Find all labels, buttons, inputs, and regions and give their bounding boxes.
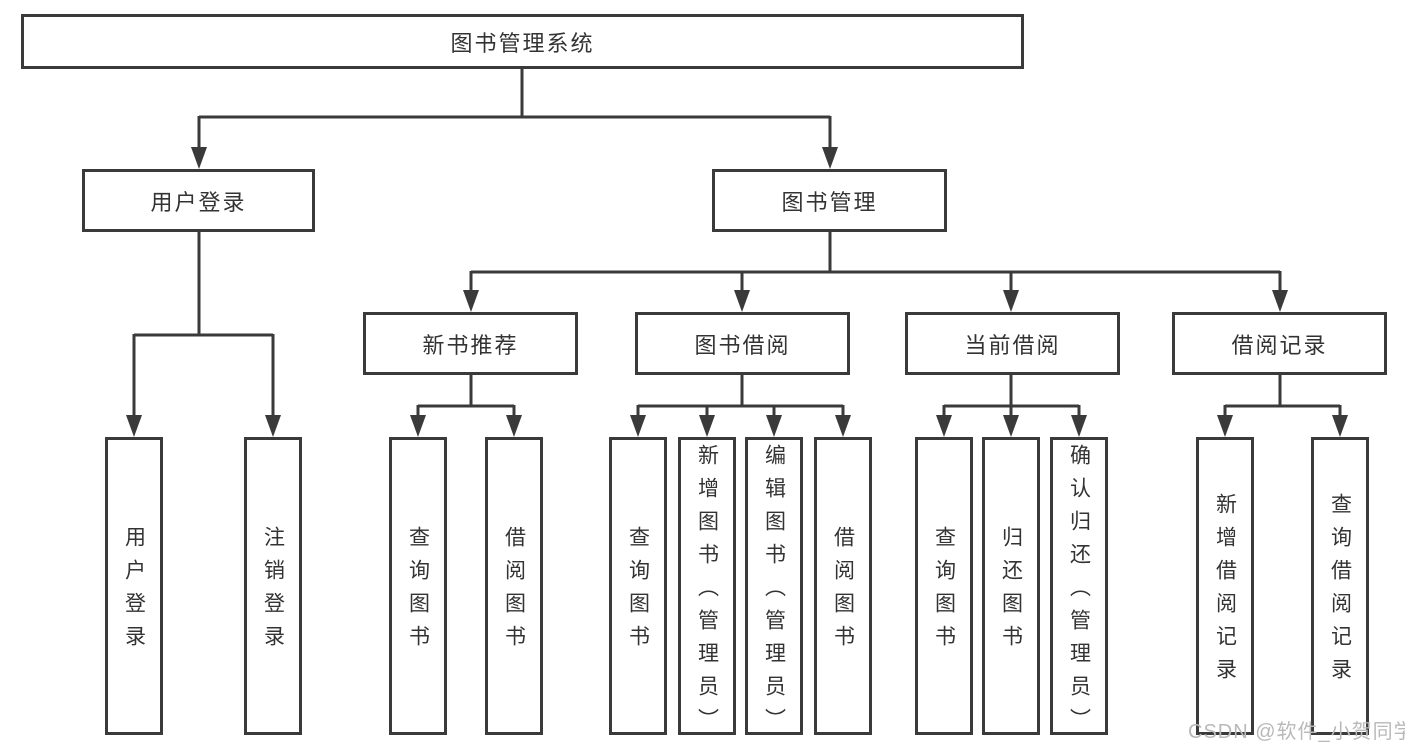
node-label: 查询图书: [626, 526, 650, 658]
node-label: 图书管理系统: [450, 30, 595, 56]
leaf-add-borrow-record: 新增借阅记录: [1196, 437, 1254, 735]
node-current-borrow: 当前借阅: [905, 312, 1120, 375]
node-user-login: 用户登录: [82, 169, 315, 232]
node-borrow-records: 借阅记录: [1172, 312, 1387, 375]
leaf-logout: 注销登录: [244, 437, 302, 735]
node-book-borrow: 图书借阅: [635, 312, 850, 375]
node-label: 查询图书: [932, 526, 956, 658]
leaf-borrow-books-2: 借阅图书: [814, 437, 872, 735]
leaf-borrow-books-recommend: 借阅图书: [485, 437, 543, 735]
node-label: 借阅图书: [831, 526, 855, 658]
node-label: 编辑图书（管理员）: [762, 443, 786, 741]
node-label: 图书借阅: [694, 332, 791, 358]
node-label: 借阅记录: [1231, 332, 1328, 358]
node-label: 新增图书（管理员）: [695, 443, 719, 741]
node-label: 注销登录: [261, 526, 285, 658]
node-label: 查询借阅记录: [1328, 493, 1352, 691]
node-new-book-recommend: 新书推荐: [363, 312, 578, 375]
node-label: 归还图书: [999, 526, 1023, 658]
node-book-management: 图书管理: [712, 169, 947, 232]
leaf-query-books-recommend: 查询图书: [389, 437, 447, 735]
node-label: 图书管理: [781, 189, 878, 215]
leaf-edit-book-admin: 编辑图书（管理员）: [745, 437, 803, 741]
node-label: 当前借阅: [964, 332, 1061, 358]
node-label: 确认归还（管理员）: [1067, 443, 1091, 741]
node-library-system: 图书管理系统: [21, 14, 1024, 69]
watermark: CSDN @软件_小贺同学: [1188, 721, 1405, 743]
leaf-user-login: 用户登录: [105, 437, 163, 735]
arrowheads: [126, 147, 1348, 437]
node-label: 用户登录: [150, 189, 247, 215]
leaf-query-books-borrow: 查询图书: [609, 437, 667, 735]
node-label: 查询图书: [406, 526, 430, 658]
node-label: 借阅图书: [502, 526, 526, 658]
leaf-query-books-current: 查询图书: [915, 437, 973, 735]
node-label: 新增借阅记录: [1213, 493, 1237, 691]
node-label: 新书推荐: [422, 332, 519, 358]
node-label: 用户登录: [122, 526, 146, 658]
leaf-add-book-admin: 新增图书（管理员）: [678, 437, 736, 741]
leaf-confirm-return-admin: 确认归还（管理员）: [1050, 437, 1108, 741]
leaf-query-borrow-record: 查询借阅记录: [1311, 437, 1369, 735]
leaf-return-book: 归还图书: [982, 437, 1040, 735]
